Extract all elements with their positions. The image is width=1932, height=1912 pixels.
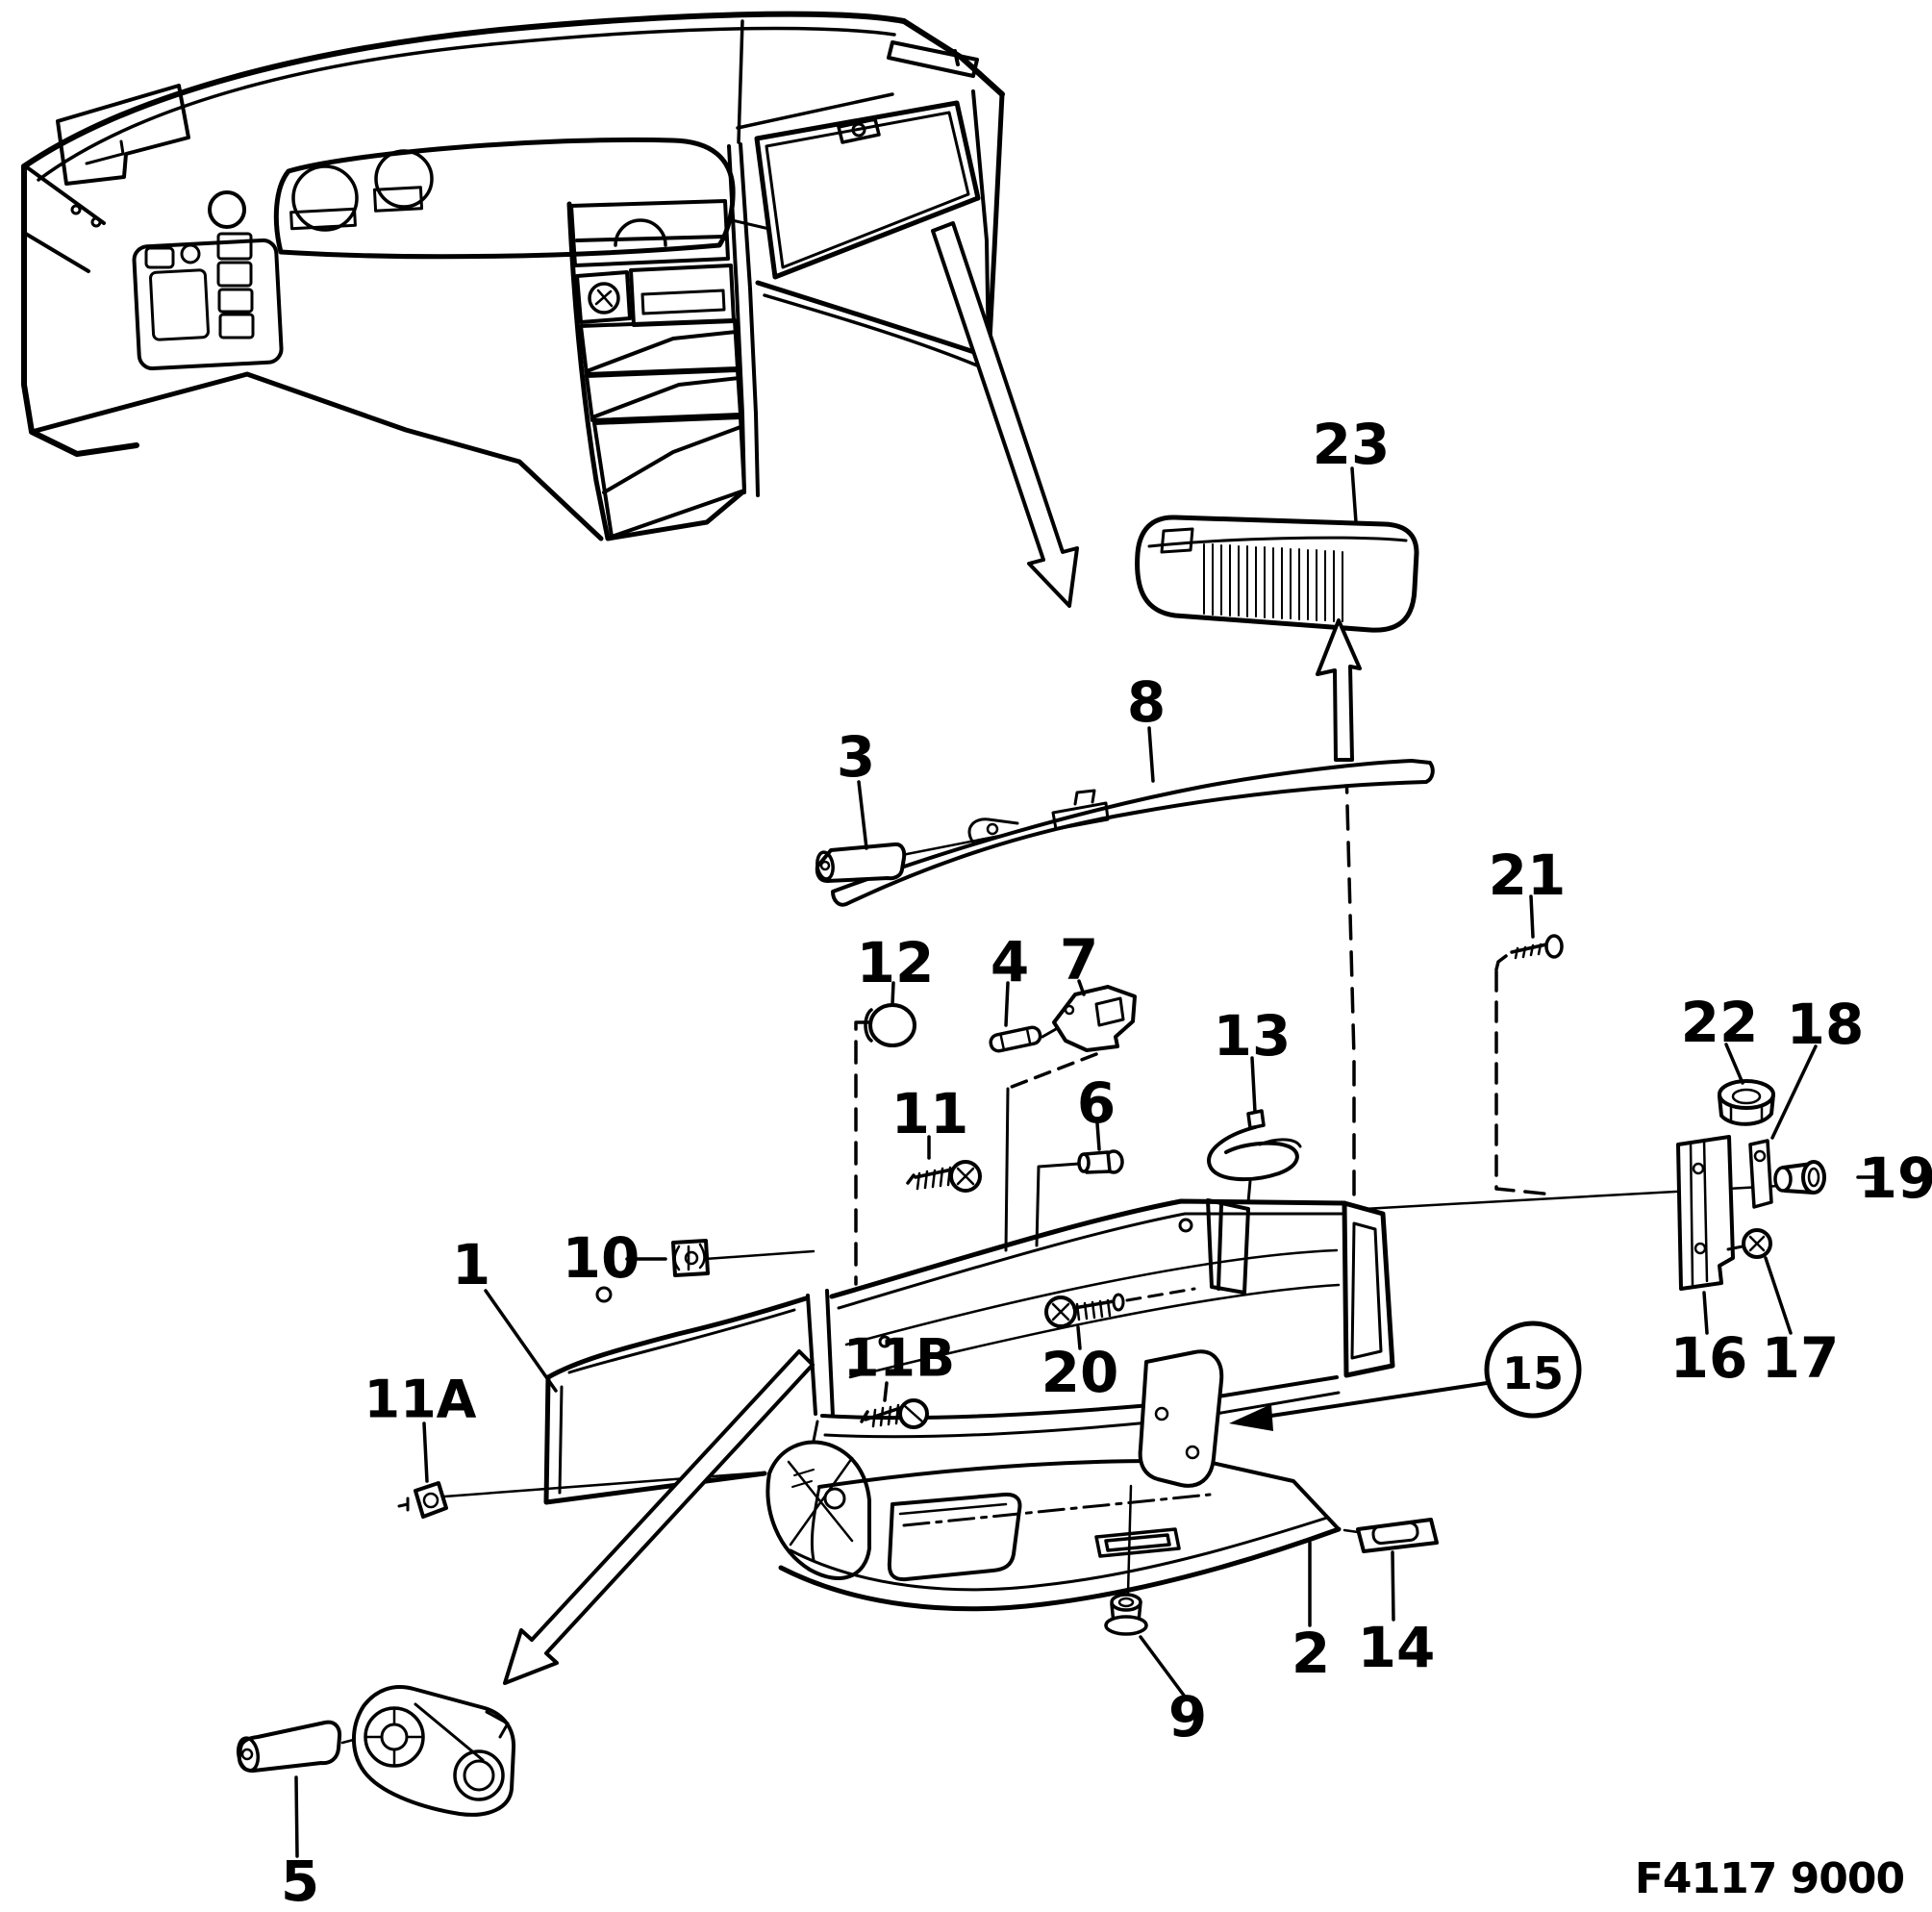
callout-2: 2 [1292,1621,1330,1686]
leader-22 [1724,1043,1744,1085]
assembly-path-9 [1126,1484,1133,1595]
callout-13: 13 [1214,1003,1292,1069]
dashboard-overview [21,11,1005,541]
latch-mechanism [765,1420,871,1580]
part-2-lid [810,1459,1341,1582]
part-3-cylinder [815,842,907,883]
callout-10: 10 [563,1225,640,1291]
defroster-vent-right [887,40,979,78]
ignition-lock [588,282,620,314]
leader-21 [1529,894,1535,939]
callout-6: 6 [1077,1070,1116,1136]
vent-knob [208,190,246,229]
leader-9 [1139,1635,1187,1698]
part-13-spring-clip [1207,1109,1302,1182]
switch-column [216,232,255,340]
part-8-strip [831,759,1435,907]
down-left-arrow [503,1349,815,1685]
axis-line-upper [703,1184,1781,1261]
glovebox-door [754,100,981,280]
figure-code: F4117 9000 [1635,1854,1904,1903]
part-6-bulb-holder [1077,1149,1124,1174]
leader-20 [1076,1325,1082,1350]
leader-17 [1764,1256,1793,1335]
callout-18: 18 [1787,992,1865,1057]
hinge-bracket [1138,1349,1224,1488]
part-11A-nut [397,1481,448,1519]
callout-9: 9 [1168,1684,1207,1749]
assembly-path-23 [1344,767,1356,1202]
part-3-rod-line [900,833,1007,857]
callout-15: 15 [1502,1347,1564,1399]
leader-13 [1250,1056,1257,1114]
leader-4 [1004,981,1010,1027]
door-lock [851,122,866,138]
center-stack [566,19,760,541]
callout-22: 22 [1681,990,1759,1055]
lock-housing [352,1685,516,1817]
callout-23: 23 [1313,412,1391,477]
part-4-bulb [989,1025,1042,1053]
part-18-plate [1748,1139,1773,1209]
instrument-cluster-main [273,137,771,260]
part-11B-screw [860,1398,929,1429]
callout-20: 20 [1041,1340,1119,1405]
callout-12: 12 [857,930,935,995]
leader-18 [1770,1044,1818,1140]
leader-11A [422,1421,429,1483]
part-11-screw [906,1160,982,1193]
callout-5: 5 [281,1849,319,1912]
leader-6 [1095,1121,1101,1151]
up-arrow [1316,618,1362,762]
callout-8: 8 [1127,669,1166,735]
leader-5 [294,1775,299,1858]
callout-16: 16 [1670,1325,1748,1391]
part-16-bracket [1676,1135,1735,1291]
part-20-screw [1044,1287,1196,1328]
callout-19: 19 [1859,1145,1932,1211]
callout-17: 17 [1762,1325,1840,1391]
leader-1 [484,1289,558,1393]
part-17-screw [1726,1228,1772,1259]
callout-11: 11 [891,1081,969,1146]
instrument-cluster-left [132,238,284,371]
callout-7: 7 [1060,927,1098,993]
leader-3 [857,780,868,850]
leader-23 [1350,466,1358,524]
leader-7 [1077,979,1086,996]
callout-3: 3 [837,724,875,790]
callout-14: 14 [1358,1615,1436,1680]
leader-16 [1702,1291,1709,1335]
callout-4: 4 [991,929,1029,994]
leader-12 [891,981,895,1006]
part-19-rivet [1773,1160,1826,1195]
callout-11A: 11A [364,1370,477,1430]
callout-21: 21 [1489,843,1567,908]
assembly-path-12 [854,1020,872,1286]
part-14-clip-plate [1342,1518,1439,1553]
part-10-clip [671,1239,710,1277]
part-21-screw [1494,934,1564,971]
part-9-bumper [1104,1593,1148,1636]
callout-1: 1 [452,1232,490,1297]
callout-15-circle [1229,1321,1582,1431]
assembly-path-7 [1010,1052,1098,1089]
part-22-nut [1718,1079,1775,1126]
leader-11B [883,1381,889,1402]
part-7-bracket [1052,985,1137,1052]
part-5-lock-barrel [236,1720,342,1774]
callout-11B: 11B [843,1328,955,1389]
down-arrow [931,221,1079,608]
part-12-plug [864,1003,916,1047]
assembly-path-21 [1494,969,1555,1196]
part-23-lamp [1135,515,1419,633]
left-arrowhead [1229,1404,1273,1431]
leader-8 [1147,726,1155,783]
